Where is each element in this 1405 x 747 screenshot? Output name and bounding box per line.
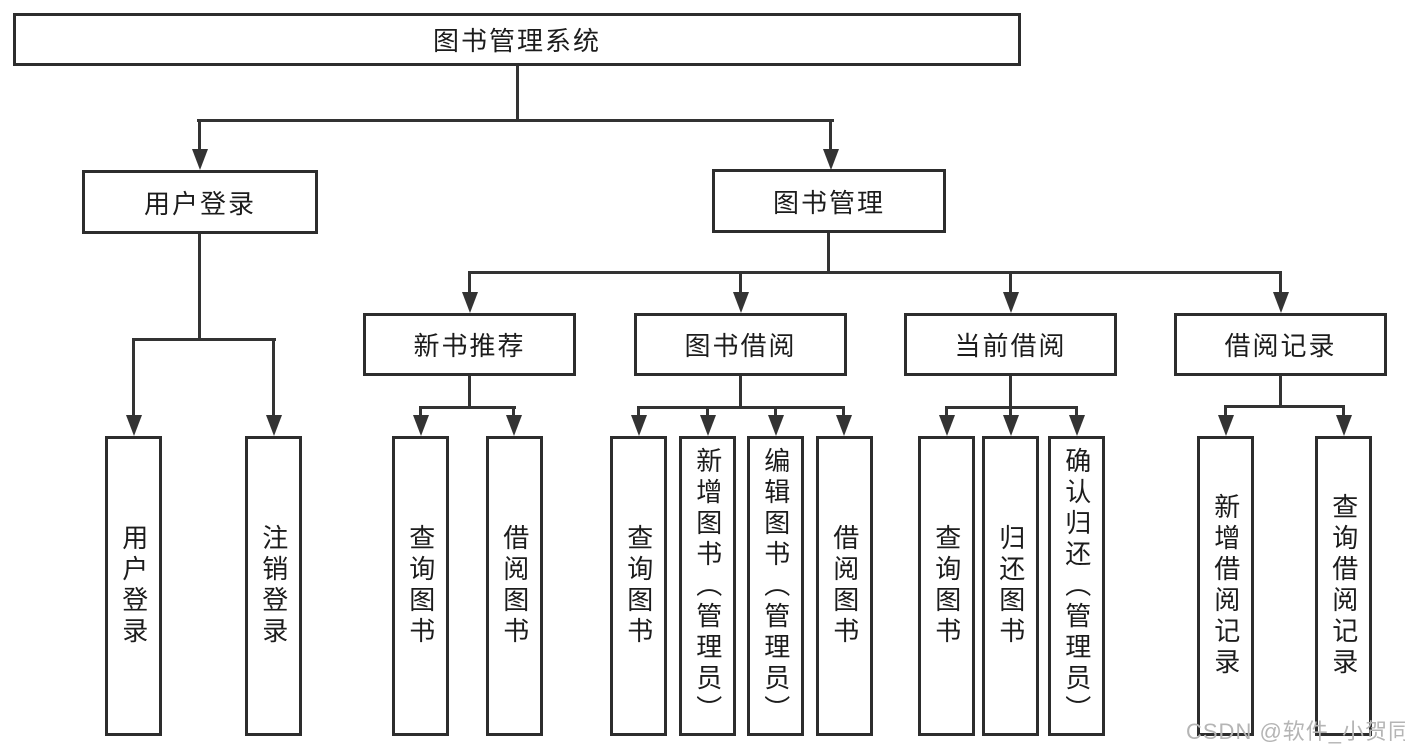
connector-line (827, 233, 830, 272)
connector-line (1075, 406, 1078, 415)
connector-line (419, 406, 422, 415)
node-book-management-system: 图书管理系统 (13, 13, 1021, 66)
watermark: CSDN @软件_小贺同学 (1186, 719, 1405, 744)
arrowhead (1069, 415, 1085, 436)
node-new-book-recommend: 新书推荐 (363, 313, 576, 376)
arrowhead (939, 415, 955, 436)
arrowhead (462, 292, 478, 313)
connector-line (198, 234, 201, 338)
node-label: 新增借阅记录 (1210, 493, 1241, 679)
node-leaf-logout: 注销登录 (245, 436, 302, 736)
node-label: 用户登录 (118, 524, 149, 648)
node-label: 编辑图书（管理员） (760, 446, 791, 726)
node-leaf-edit-books-admin: 编辑图书（管理员） (747, 436, 804, 736)
node-leaf-user-login: 用户登录 (105, 436, 162, 736)
connector-line (945, 406, 948, 415)
arrowhead (266, 415, 282, 436)
arrowhead (126, 415, 142, 436)
node-label: 用户登录 (143, 188, 256, 219)
arrowhead (1218, 415, 1234, 436)
node-user-login: 用户登录 (82, 170, 318, 234)
connector-line (468, 271, 1282, 274)
connector-line (739, 271, 742, 294)
node-leaf-add-books-admin: 新增图书（管理员） (679, 436, 736, 736)
arrowhead (1003, 415, 1019, 436)
node-leaf-borrow-books-recommend: 借阅图书 (486, 436, 543, 736)
connector-line (1224, 405, 1227, 415)
connector-line (637, 406, 640, 415)
arrowhead (1273, 292, 1289, 313)
node-leaf-borrow-books: 借阅图书 (816, 436, 873, 736)
arrowhead (733, 292, 749, 313)
node-label: 当前借阅 (954, 331, 1067, 361)
connector-line (637, 406, 845, 409)
arrowhead (192, 149, 208, 170)
connector-line (1279, 375, 1282, 405)
arrowhead (823, 149, 839, 170)
connector-line (1009, 406, 1012, 415)
connector-line (706, 406, 709, 415)
connector-line (132, 338, 135, 416)
connector-line (1009, 376, 1012, 406)
arrowhead (506, 415, 522, 436)
connector-line (1224, 405, 1344, 408)
connector-line (419, 406, 516, 409)
connector-line (132, 338, 276, 341)
connector-line (198, 119, 201, 152)
connector-line (842, 406, 845, 415)
node-label: 查询图书 (623, 524, 654, 648)
connector-line (272, 338, 275, 416)
node-label: 借阅图书 (829, 524, 860, 648)
arrowhead (700, 415, 716, 436)
connector-line (468, 376, 471, 406)
connector-line (1342, 405, 1345, 415)
node-leaf-query-books-current: 查询图书 (918, 436, 975, 736)
node-label: 新增图书（管理员） (692, 446, 723, 726)
arrowhead (836, 415, 852, 436)
connector-line (516, 66, 519, 119)
node-label: 新书推荐 (413, 331, 526, 361)
arrowhead (768, 415, 784, 436)
connector-line (468, 271, 471, 294)
connector-line (739, 376, 742, 406)
node-label: 注销登录 (258, 524, 289, 648)
node-leaf-return-books: 归还图书 (982, 436, 1039, 736)
node-leaf-add-borrow-record: 新增借阅记录 (1197, 436, 1254, 736)
node-label: 图书管理系统 (432, 26, 601, 56)
node-book-borrowing: 图书借阅 (634, 313, 847, 376)
node-label: 借阅图书 (499, 524, 530, 648)
connector-line (829, 119, 832, 152)
node-leaf-confirm-return-admin: 确认归还（管理员） (1048, 436, 1105, 736)
node-book-management: 图书管理 (712, 169, 946, 233)
node-label: 图书借阅 (684, 331, 797, 361)
node-label: 查询图书 (405, 524, 436, 648)
node-label: 归还图书 (995, 524, 1026, 648)
node-label: 图书管理 (772, 187, 885, 218)
arrowhead (1003, 292, 1019, 313)
arrowhead (1336, 415, 1352, 436)
connector-line (1009, 271, 1012, 294)
node-label: 借阅记录 (1224, 331, 1337, 361)
node-current-borrowing: 当前借阅 (904, 313, 1117, 376)
connector-line (774, 406, 777, 415)
node-label: 查询借阅记录 (1328, 493, 1359, 679)
arrowhead (631, 415, 647, 436)
connector-line (197, 119, 834, 122)
node-leaf-query-books-borrow: 查询图书 (610, 436, 667, 736)
node-label: 查询图书 (931, 524, 962, 648)
arrowhead (413, 415, 429, 436)
node-leaf-query-borrow-record: 查询借阅记录 (1315, 436, 1372, 736)
connector-line (512, 406, 515, 415)
node-leaf-query-books-recommend: 查询图书 (392, 436, 449, 736)
node-borrow-records: 借阅记录 (1174, 313, 1387, 376)
node-label: 确认归还（管理员） (1061, 446, 1092, 726)
connector-line (1279, 271, 1282, 294)
